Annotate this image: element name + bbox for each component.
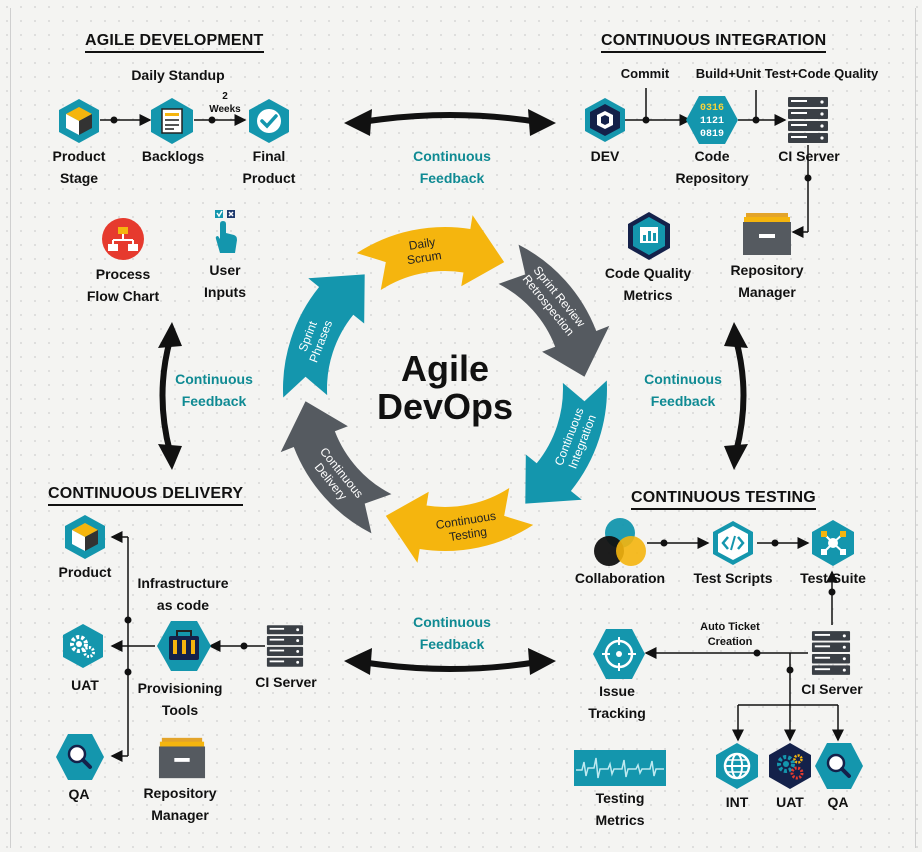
cd-repository-manager-icon — [158, 737, 206, 779]
cycle-arrow-continuous-integration — [525, 380, 607, 504]
cycle-label-continuous-testing: ContinuousTesting — [435, 509, 499, 546]
product-icon — [65, 515, 105, 559]
commit-label: Commit — [620, 66, 670, 81]
user-inputs-icon — [215, 210, 237, 253]
collaboration-label: Collaboration — [574, 570, 666, 586]
cycle-label-daily-scrum: DailyScrum — [404, 234, 443, 267]
process-flow-chart-icon — [102, 218, 144, 260]
dev-label: DEV — [590, 148, 620, 164]
ct-ci-server-icon — [811, 631, 851, 675]
uat-label: UAT — [71, 677, 99, 693]
qa-label: QA — [68, 786, 90, 802]
ci-server-icon — [788, 97, 828, 143]
int-globe-icon — [716, 743, 758, 789]
cycle-arrow-continuous-testing — [385, 487, 534, 563]
build-unit-test-code-quality-label: Build+Unit Test+Code Quality — [695, 66, 879, 81]
backlogs-icon — [151, 98, 193, 144]
svg-text:0819: 0819 — [700, 129, 724, 140]
ct-qa-label: QA — [827, 794, 849, 810]
cycle-label-sprint-phrases: SprintPhrases — [293, 313, 335, 364]
int-label: INT — [725, 794, 749, 810]
continuous-delivery-heading: CONTINUOUS DELIVERY — [48, 484, 244, 506]
uat-gear-icon — [63, 624, 103, 668]
cycle-arrow-daily-scrum — [356, 215, 505, 291]
agile-development-heading: AGILE DEVELOPMENT — [85, 31, 264, 53]
cycle-arrow-sprint-phrases — [283, 274, 365, 398]
ct-uat-gear-icon — [769, 743, 811, 789]
product-stage-icon — [59, 99, 99, 143]
cycle-label-sprint-review: Sprint ReviewRetrospection — [520, 263, 589, 338]
svg-text:0316: 0316 — [700, 103, 724, 114]
collaboration-icon — [594, 518, 646, 566]
dev-icon — [585, 98, 625, 142]
backlogs-label: Backlogs — [141, 148, 205, 164]
test-scripts-label: Test Scripts — [693, 570, 773, 586]
qa-search-icon — [56, 734, 104, 780]
repository-manager-icon — [743, 213, 791, 255]
daily-standup-label: Daily Standup — [131, 67, 225, 83]
product-label: Product — [58, 564, 112, 580]
cycle-arrow-continuous-delivery — [280, 401, 392, 534]
provisioning-tools-icon — [157, 621, 211, 671]
ct-qa-search-icon — [815, 743, 863, 789]
testing-metrics-icon — [574, 750, 666, 786]
cd-ci-server-label: CI Server — [255, 674, 317, 690]
continuous-testing-heading: CONTINUOUS TESTING — [631, 488, 816, 510]
continuous-integration-heading: CONTINUOUS INTEGRATION — [601, 31, 827, 53]
ct-uat-label: UAT — [776, 794, 804, 810]
final-product-icon — [249, 99, 289, 143]
cycle-label-continuous-delivery: ContinuousDelivery — [306, 445, 366, 510]
svg-text:1121: 1121 — [700, 116, 724, 127]
test-suite-icon — [812, 520, 854, 566]
cycle-arrow-sprint-review — [498, 244, 610, 377]
code-quality-metrics-icon — [628, 212, 670, 260]
ct-ci-server-label: CI Server — [801, 681, 863, 697]
cycle-label-continuous-integration: ContinuousIntegration — [552, 406, 600, 473]
issue-tracking-icon — [593, 629, 645, 679]
cd-ci-server-icon — [266, 625, 304, 667]
page-frame — [10, 8, 916, 848]
test-suite-label: Test Suite — [800, 570, 866, 586]
test-scripts-icon — [713, 521, 753, 565]
cycle-title: Agile DevOps — [376, 348, 514, 427]
ci-server-label: CI Server — [778, 148, 840, 164]
code-repository-icon: 0316 1121 0819 — [686, 96, 738, 144]
